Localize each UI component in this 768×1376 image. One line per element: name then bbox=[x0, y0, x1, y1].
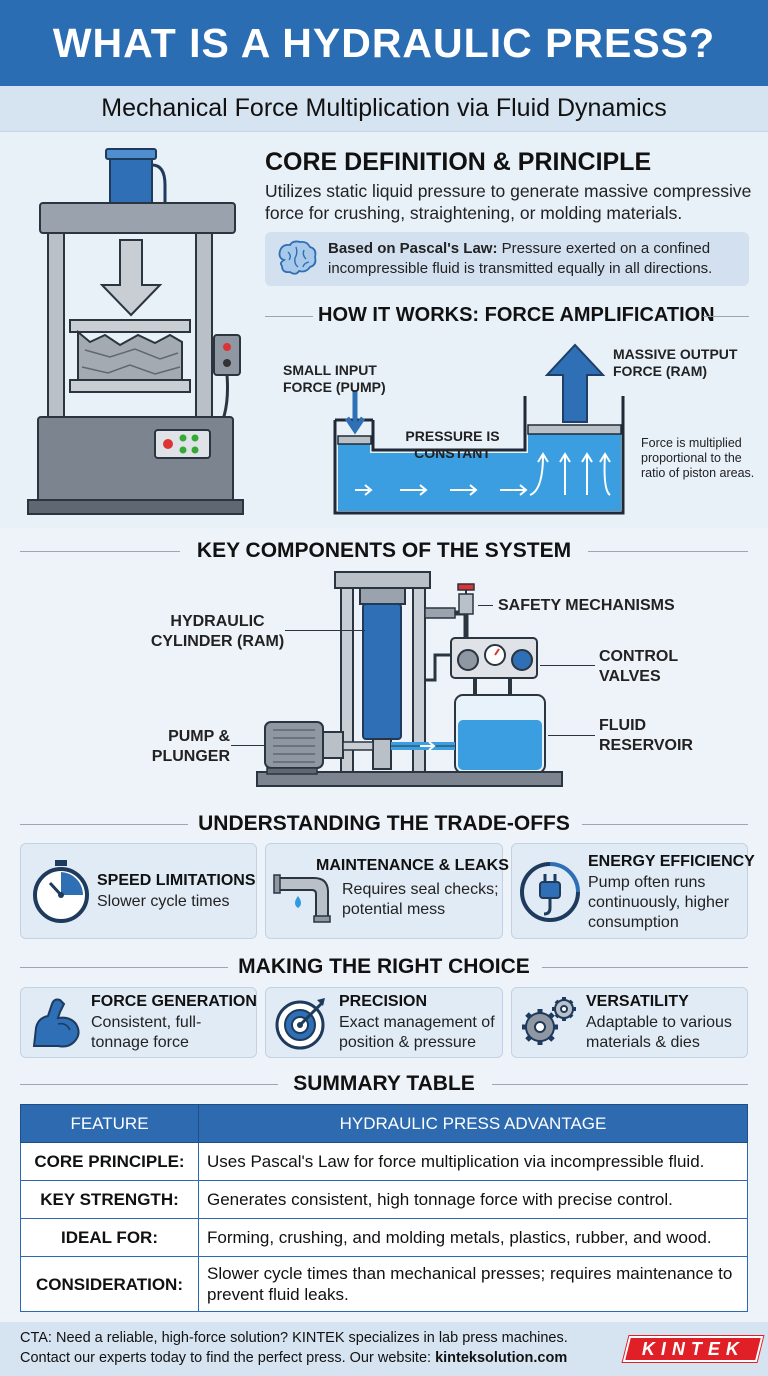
force-note: Force is multiplied proportional to the … bbox=[641, 436, 755, 480]
reservoir-label: FLUID RESERVOIR bbox=[599, 717, 693, 754]
title-bar: WHAT IS A HYDRAULIC PRESS? bbox=[0, 0, 768, 86]
pascal-law-label: Based on Pascal's Law: bbox=[328, 240, 498, 257]
leader-line bbox=[548, 735, 595, 736]
key-components-title: KEY COMPONENTS OF THE SYSTEM bbox=[196, 539, 572, 562]
choice-text-versatility: Adaptable to various materials & dies bbox=[586, 1014, 732, 1051]
cta-text: CTA: Need a reliable, high-force solutio… bbox=[20, 1328, 600, 1368]
divider bbox=[582, 824, 748, 825]
table-cell-advantage: Slower cycle times than mechanical press… bbox=[198, 1256, 748, 1312]
summary-table: FEATURE HYDRAULIC PRESS ADVANTAGE CORE P… bbox=[20, 1104, 748, 1312]
table-row: CONSIDERATION: Slower cycle times than m… bbox=[20, 1256, 748, 1312]
table-row: KEY STRENGTH: Generates consistent, high… bbox=[20, 1180, 748, 1219]
leader-line bbox=[285, 630, 365, 631]
table-cell-advantage: Forming, crushing, and molding metals, p… bbox=[198, 1218, 748, 1257]
table-header-feature: FEATURE bbox=[20, 1104, 199, 1143]
divider bbox=[492, 1084, 748, 1085]
table-cell-advantage: Generates consistent, high tonnage force… bbox=[198, 1180, 748, 1219]
choice-title-force: FORCE GENERATION bbox=[91, 993, 257, 1010]
valves-label: CONTROL VALVES bbox=[599, 648, 678, 685]
output-force-label: MASSIVE OUTPUT FORCE (RAM) bbox=[613, 346, 738, 379]
tradeoff-text-energy: Pump often runs continuously, higher con… bbox=[588, 874, 730, 931]
choice-text-force: Consistent, full-tonnage force bbox=[91, 1014, 202, 1051]
tradeoff-title-maintenance: MAINTENANCE & LEAKS bbox=[316, 857, 509, 874]
core-definition-text: Utilizes static liquid pressure to gener… bbox=[265, 181, 752, 223]
choice-title: MAKING THE RIGHT CHOICE bbox=[238, 955, 530, 978]
leaking-pipe-icon bbox=[273, 874, 331, 923]
table-cell-advantage: Uses Pascal's Law for force multiplicati… bbox=[198, 1142, 748, 1181]
tradeoff-title-energy: ENERGY EFFICIENCY bbox=[588, 853, 755, 870]
divider bbox=[542, 967, 748, 968]
table-cell-feature: IDEAL FOR: bbox=[20, 1218, 199, 1257]
table-header-row: FEATURE HYDRAULIC PRESS ADVANTAGE bbox=[20, 1104, 748, 1143]
pascal-law-description: Pressure exerted on a confined incompres… bbox=[328, 240, 713, 277]
tradeoff-text-speed: Slower cycle times bbox=[97, 893, 230, 910]
subtitle-bar: Mechanical Force Multiplication via Flui… bbox=[0, 86, 768, 132]
pascal-law-box bbox=[265, 232, 749, 286]
divider bbox=[20, 824, 188, 825]
gears-icon bbox=[522, 997, 576, 1045]
cta-line-2: Contact our experts today to find the pe… bbox=[20, 1348, 600, 1368]
power-plug-icon bbox=[520, 862, 580, 922]
choice-title-precision: PRECISION bbox=[339, 993, 428, 1010]
table-header-advantage: HYDRAULIC PRESS ADVANTAGE bbox=[198, 1104, 748, 1143]
divider bbox=[20, 1084, 278, 1085]
divider bbox=[265, 316, 313, 317]
core-definition-title: CORE DEFINITION & PRINCIPLE bbox=[265, 148, 652, 176]
table-cell-feature: CONSIDERATION: bbox=[20, 1256, 199, 1312]
how-it-works-title: HOW IT WORKS: FORCE AMPLIFICATION bbox=[318, 304, 715, 326]
pascal-law-text: Based on Pascal's Law: Pressure exerted … bbox=[328, 239, 748, 279]
hydraulic-press-illustration bbox=[27, 148, 244, 515]
tradeoffs-title: UNDERSTANDING THE TRADE-OFFS bbox=[198, 812, 570, 835]
page-title: WHAT IS A HYDRAULIC PRESS? bbox=[52, 19, 716, 66]
cta-line-1: CTA: Need a reliable, high-force solutio… bbox=[20, 1330, 568, 1346]
divider bbox=[703, 316, 749, 317]
safety-label: SAFETY MECHANISMS bbox=[498, 597, 675, 614]
logo-text: KINTEK bbox=[641, 1338, 745, 1359]
input-force-label: SMALL INPUT FORCE (PUMP) bbox=[283, 362, 386, 395]
pressure-label: PRESSURE IS CONSTANT bbox=[405, 428, 500, 461]
target-icon bbox=[275, 998, 325, 1050]
page-subtitle: Mechanical Force Multiplication via Flui… bbox=[101, 94, 667, 122]
divider bbox=[588, 551, 748, 552]
divider bbox=[20, 551, 180, 552]
tradeoff-text-maintenance: Requires seal checks; potential mess bbox=[342, 881, 499, 918]
choice-title-versatility: VERSATILITY bbox=[586, 993, 689, 1010]
table-row: IDEAL FOR: Forming, crushing, and moldin… bbox=[20, 1218, 748, 1257]
cta-line-2-text: Contact our experts today to find the pe… bbox=[20, 1350, 436, 1366]
leader-line bbox=[231, 745, 266, 746]
divider bbox=[20, 967, 228, 968]
summary-title: SUMMARY TABLE bbox=[293, 1072, 475, 1095]
tradeoff-title-speed: SPEED LIMITATIONS bbox=[97, 872, 256, 889]
force-amplification-diagram bbox=[333, 343, 625, 515]
hydraulic-system-illustration bbox=[256, 571, 563, 787]
cylinder-label: HYDRAULIC CYLINDER (RAM) bbox=[150, 613, 285, 650]
brain-icon bbox=[278, 240, 317, 275]
table-cell-feature: KEY STRENGTH: bbox=[20, 1180, 199, 1219]
website-link[interactable]: kinteksolution.com bbox=[435, 1350, 568, 1366]
table-cell-feature: CORE PRINCIPLE: bbox=[20, 1142, 199, 1181]
table-row: CORE PRINCIPLE: Uses Pascal's Law for fo… bbox=[20, 1142, 748, 1181]
kintek-logo[interactable]: KINTEK bbox=[622, 1336, 764, 1362]
pump-label: PUMP & PLUNGER bbox=[151, 728, 230, 765]
stopwatch-icon bbox=[33, 860, 89, 923]
leader-line bbox=[478, 605, 493, 606]
choice-text-precision: Exact management of position & pressure bbox=[339, 1014, 495, 1051]
leader-line bbox=[540, 665, 595, 666]
flexed-arm-icon bbox=[32, 998, 80, 1048]
